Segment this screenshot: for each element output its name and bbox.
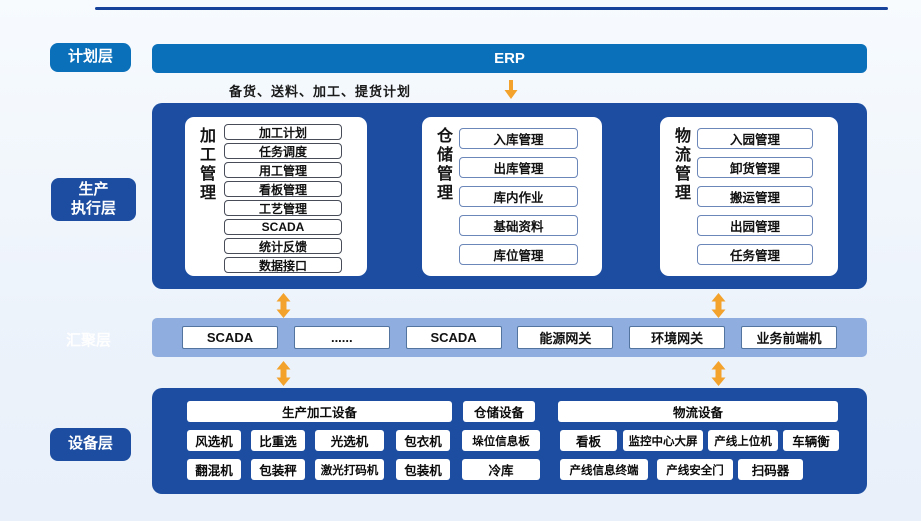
device-item: 包装秤 [251,459,305,480]
device-item: 垛位信息板 [462,430,540,451]
arrow-updown-icon [711,361,726,386]
warehouse-item: 基础资料 [459,215,578,236]
card-logistics-management: 物流管理 入园管理卸货管理搬运管理出园管理任务管理 [660,117,838,276]
layer-label-execution-line2: 执行层 [70,199,116,217]
device-item: 扫码器 [738,459,803,480]
warehouse-item: 库位管理 [459,244,578,265]
logistics-item-list: 入园管理卸货管理搬运管理出园管理任务管理 [697,128,813,265]
logistics-item: 任务管理 [697,244,813,265]
processing-item: 加工计划 [224,124,342,140]
device-item: 风选机 [187,430,241,451]
device-item: 光选机 [315,430,384,451]
device-item: 车辆衡 [783,430,839,451]
arrow-updown-icon [276,361,291,386]
gateway-band: SCADA...... SCADA 能源网关环境网关业务前端机 [152,318,867,357]
warehouse-item: 入库管理 [459,128,578,149]
processing-item-list: 加工计划任务调度用工管理看板管理工艺管理 SCADA 统计反馈数据接口 [224,124,342,273]
device-group-warehouse: 仓储设备 [463,401,535,422]
layer-label-aggregation: 汇聚层 [66,332,112,349]
card-processing-management: 加工管理 加工计划任务调度用工管理看板管理工艺管理 SCADA 统计反馈数据接口 [185,117,367,276]
device-group-production: 生产加工设备 [187,401,452,422]
logistics-item: 入园管理 [697,128,813,149]
gateway-box: SCADA [405,326,502,349]
logistics-item: 搬运管理 [697,186,813,207]
gateway-box: 能源网关 [517,326,614,349]
device-group-logistics: 物流设备 [558,401,838,422]
warehouse-item: 库内作业 [459,186,578,207]
warehouse-item-list: 入库管理出库管理库内作业基础资料库位管理 [459,128,578,265]
erp-bar: ERP [152,44,867,73]
top-divider [95,7,888,10]
gateway-box: ...... [293,326,390,349]
device-item: 包装机 [396,459,450,480]
layer-label-execution-line1: 生产 [78,180,109,198]
gateway-box: SCADA [182,326,278,349]
device-item: 看板 [560,430,617,451]
processing-item: 看板管理 [224,181,342,197]
device-item: 激光打码机 [315,459,384,480]
processing-item: 任务调度 [224,143,342,159]
arrow-updown-icon [711,293,726,318]
processing-item: 数据接口 [224,257,342,273]
device-item: 翻混机 [187,459,241,480]
erp-plan-note: 备货、送料、加工、提货计划 [229,84,412,99]
device-item: 冷库 [462,459,540,480]
arrow-down-icon [504,80,518,99]
arrow-updown-icon [276,293,291,318]
device-item: 监控中心大屏 [623,430,703,451]
device-item: 产线安全门 [657,459,733,480]
warehouse-item: 出库管理 [459,157,578,178]
processing-item: 工艺管理 [224,200,342,216]
device-item: 包衣机 [396,430,450,451]
device-item: 产线信息终端 [560,459,648,480]
device-layer-panel: 生产加工设备 仓储设备 物流设备 风选机 比重选 光选机 包衣机 垛位信息板 看… [152,388,867,494]
card-title-warehouse: 仓储管理 [437,128,454,202]
card-title-logistics: 物流管理 [675,128,692,202]
card-title-processing: 加工管理 [200,128,217,202]
gateway-box: 环境网关 [629,326,726,349]
processing-item: SCADA [224,219,342,235]
card-warehouse-management: 仓储管理 入库管理出库管理库内作业基础资料库位管理 [422,117,602,276]
processing-item: 统计反馈 [224,238,342,254]
gateway-box: 业务前端机 [740,326,837,349]
processing-item: 用工管理 [224,162,342,178]
layer-label-device: 设备层 [50,428,131,461]
device-item: 比重选 [251,430,305,451]
device-item: 产线上位机 [708,430,778,451]
layer-label-execution: 生产 执行层 [51,178,136,221]
logistics-item: 出园管理 [697,215,813,236]
logistics-item: 卸货管理 [697,157,813,178]
layer-label-plan: 计划层 [50,43,131,72]
